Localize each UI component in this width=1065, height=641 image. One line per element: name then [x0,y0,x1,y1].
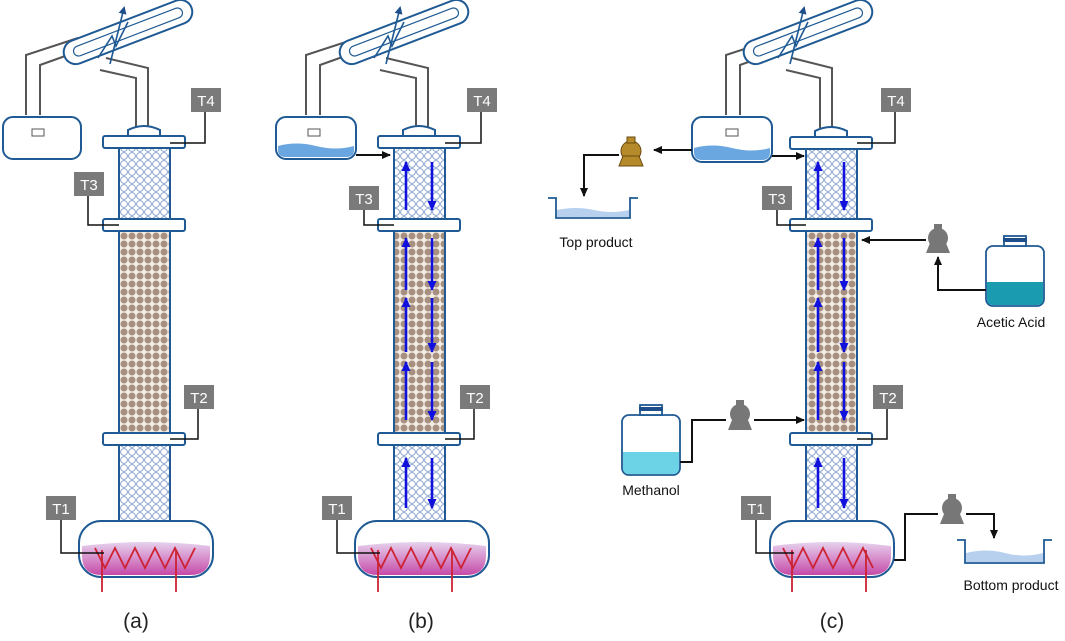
svg-text:T2: T2 [879,390,897,407]
condenser [725,0,874,128]
reflux-drum [691,116,773,163]
column [377,125,461,523]
condenser [305,0,470,128]
sensor-t1: T1 [741,496,794,554]
sensor-t2: T2 [857,385,903,440]
caption-a: (a) [123,610,149,633]
acetic-acid-feed: Acetic Acid [861,224,1045,330]
condenser [25,0,194,128]
svg-text:T1: T1 [747,501,765,518]
sensor-t2: T2 [445,385,490,440]
panel-a: T4 T3 T2 T1 (a) [2,0,221,633]
sensor-t4: T4 [445,88,497,144]
svg-text:T2: T2 [466,390,484,407]
sensor-t3: T3 [762,186,806,226]
methanol-feed: Methanol [621,400,805,498]
flow-arrows [813,161,849,509]
sensor-t4: T4 [170,88,221,144]
bottom-product-label: Bottom product [964,577,1059,593]
sensor-t3: T3 [74,172,119,226]
sensor-t4: T4 [857,88,911,144]
sensor-t1: T1 [46,496,104,554]
column [789,126,873,523]
svg-text:T4: T4 [473,93,491,110]
svg-text:T3: T3 [80,177,98,194]
reflux-drum [275,116,357,160]
svg-text:T1: T1 [328,501,346,518]
top-product-tank: Top product [548,197,638,250]
caption-c: (c) [820,610,845,633]
bottom-product-tank: Bottom product [957,539,1059,593]
bottom-product-pump [894,494,998,561]
sensor-t2: T2 [170,385,214,440]
caption-b: (b) [408,610,434,633]
panel-c: Top product [548,0,1059,633]
column [102,125,186,523]
flow-arrows [401,161,437,509]
acetic-acid-label: Acetic Acid [977,314,1045,330]
panel-b: T4 T3 T2 T1 (b) [275,0,497,633]
svg-text:T1: T1 [52,501,70,518]
reboiler [354,520,490,592]
svg-text:T4: T4 [887,93,905,110]
reboiler [78,520,214,592]
reboiler [769,520,895,592]
svg-text:T3: T3 [768,191,786,208]
top-product-label: Top product [559,234,632,250]
reflux-drum [2,116,82,160]
sensor-t3: T3 [349,186,394,226]
svg-text:T3: T3 [355,191,373,208]
svg-text:T4: T4 [197,93,215,110]
top-product-pump [580,136,692,197]
methanol-label: Methanol [622,482,680,498]
sensor-t1: T1 [322,496,380,554]
svg-text:T2: T2 [190,390,208,407]
